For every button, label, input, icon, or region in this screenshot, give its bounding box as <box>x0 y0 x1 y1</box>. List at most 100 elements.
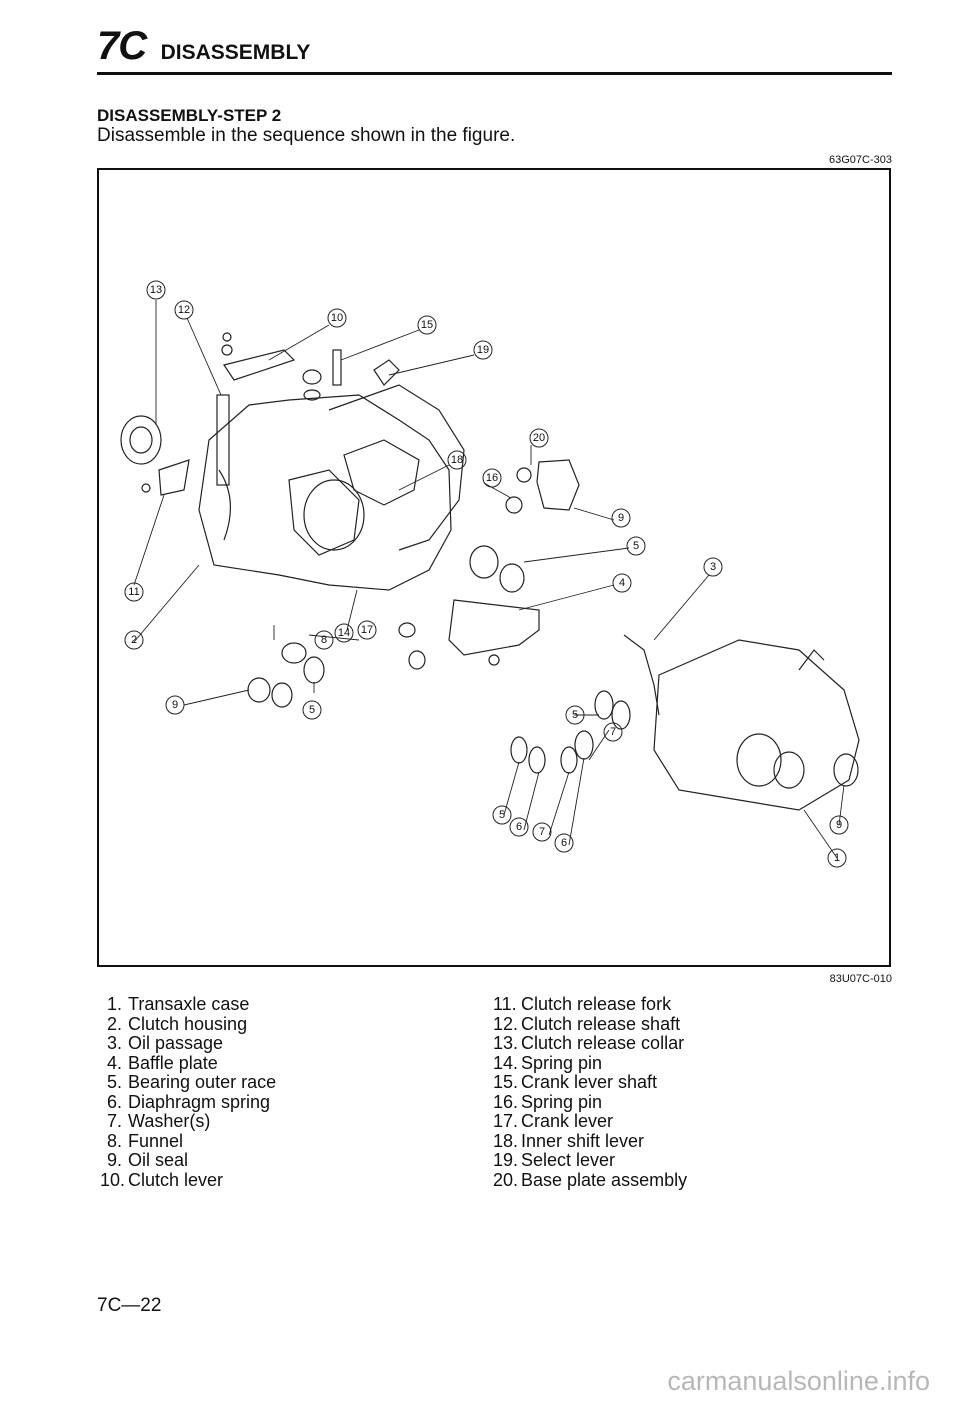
figure-code-top: 63G07C-303 <box>829 154 892 166</box>
callout-number: 17 <box>361 624 373 636</box>
housing-rib <box>218 469 232 541</box>
case-flange <box>328 384 465 551</box>
base-plate <box>536 459 580 511</box>
header-rule <box>97 72 892 75</box>
oil-seal-middle <box>469 545 499 579</box>
callout-number: 5 <box>309 704 315 716</box>
step-description: Disassemble in the sequence shown in the… <box>97 125 516 146</box>
case-bore-2 <box>773 751 805 789</box>
callout-number: 7 <box>610 726 616 738</box>
legend-item: 7.Washer(s) <box>106 1111 211 1131</box>
legend-item: 1.Transaxle case <box>106 994 250 1014</box>
callout-number: 7 <box>539 826 545 838</box>
callout-number: 2 <box>131 634 137 646</box>
callout-number: 4 <box>619 577 625 589</box>
callout-number: 9 <box>172 699 178 711</box>
funnel <box>281 642 307 664</box>
case-window <box>343 439 420 506</box>
release-collar <box>120 415 162 465</box>
callout-number: 20 <box>533 432 545 444</box>
legend-item: 16.Spring pin <box>493 1091 603 1112</box>
release-collar-inner <box>129 426 153 454</box>
crank-lever-shaft <box>332 349 342 386</box>
spring-pin-16 <box>505 496 523 514</box>
callout-number: 3 <box>710 561 716 573</box>
legend-right-column: 11.Clutch release fork 12.Clutch release… <box>493 994 688 1190</box>
legend-item: 5.Bearing outer race <box>106 1072 277 1092</box>
figure-code-bottom: 83U07C-010 <box>829 973 892 985</box>
case-lever <box>798 649 825 671</box>
step-title: DISASSEMBLY-STEP 2 <box>97 106 282 125</box>
callout-number: 8 <box>321 634 327 646</box>
baffle-plate <box>448 599 540 656</box>
section-code: 7C <box>97 24 147 68</box>
lever-washer <box>221 344 233 356</box>
plug-small <box>408 650 426 670</box>
legend-item: 3.Oil passage <box>106 1033 224 1053</box>
legend-item: 4.Baffle plate <box>106 1052 218 1073</box>
callout-number: 9 <box>836 819 842 831</box>
callout-number: 16 <box>486 472 498 484</box>
callout-number: 11 <box>128 586 139 598</box>
oil-passage <box>623 634 660 716</box>
housing-bore-ring <box>303 479 365 551</box>
oil-seal-right <box>833 753 859 787</box>
legend-item: 17.Crank lever <box>493 1111 614 1131</box>
race-bottom-left <box>271 682 293 708</box>
washer-3 <box>574 730 594 760</box>
legend-item: 12.Clutch release shaft <box>493 1013 681 1034</box>
watermark-text: carmanualsonline.info <box>667 1366 930 1396</box>
shaft-washer <box>303 389 321 401</box>
callout-number: 6 <box>561 837 567 849</box>
callout-number: 9 <box>618 512 624 524</box>
legend-item: 13.Clutch release collar <box>493 1033 685 1053</box>
washer-6 <box>528 746 546 774</box>
base-plate-spring-pin <box>516 467 532 483</box>
section-title: DISASSEMBLY <box>160 41 311 64</box>
oil-seal-bottom-left <box>247 677 271 703</box>
transaxle-case-outline <box>653 639 860 811</box>
legend-item: 9.Oil seal <box>106 1150 189 1170</box>
legend-item: 10.Clutch lever <box>100 1169 224 1190</box>
callout-number: 14 <box>338 627 350 639</box>
fork-bolt <box>141 483 151 493</box>
case-bore-1 <box>736 733 782 787</box>
callout-number: 10 <box>331 312 343 324</box>
housing-bore <box>288 469 360 556</box>
legend-item: 20.Base plate assembly <box>493 1169 688 1190</box>
legend-item: 8.Funnel <box>106 1130 184 1151</box>
legend-item: 18.Inner shift lever <box>493 1130 645 1151</box>
washer-5 <box>510 736 528 764</box>
release-fork <box>158 459 190 496</box>
legend-item: 14.Spring pin <box>493 1052 603 1073</box>
callout-number: 15 <box>421 319 433 331</box>
washer-2 <box>611 700 631 730</box>
select-lever <box>373 359 400 386</box>
legend-left-column: 1.Transaxle case 2.Clutch housing 3.Oil … <box>100 994 277 1190</box>
page-number: 7C—22 <box>97 1295 162 1316</box>
legend-item: 15.Crank lever shaft <box>493 1072 658 1092</box>
callout-number: 12 <box>178 304 190 316</box>
release-shaft <box>216 394 230 486</box>
callout-number: 5 <box>572 709 578 721</box>
callout-number: 18 <box>451 454 463 466</box>
callout-number: 1 <box>834 852 840 864</box>
legend-item: 19.Select lever <box>493 1150 616 1170</box>
page-header: 7C DISASSEMBLY <box>97 24 310 69</box>
race-bottom-left-2 <box>303 656 325 684</box>
bearing-race-middle <box>499 563 525 593</box>
shaft-plug <box>302 369 322 385</box>
callout-number: 5 <box>499 809 505 821</box>
baffle-bolt <box>488 654 500 666</box>
callout-number: 13 <box>150 284 162 296</box>
legend-item: 6.Diaphragm spring <box>106 1091 271 1112</box>
clutch-housing-outline <box>198 394 452 591</box>
callout-number: 5 <box>633 540 639 552</box>
washer-4 <box>560 746 578 774</box>
lever-nut <box>222 332 232 342</box>
funnel-small <box>398 622 416 638</box>
washer-1 <box>594 690 614 720</box>
clutch-lever <box>223 349 296 381</box>
